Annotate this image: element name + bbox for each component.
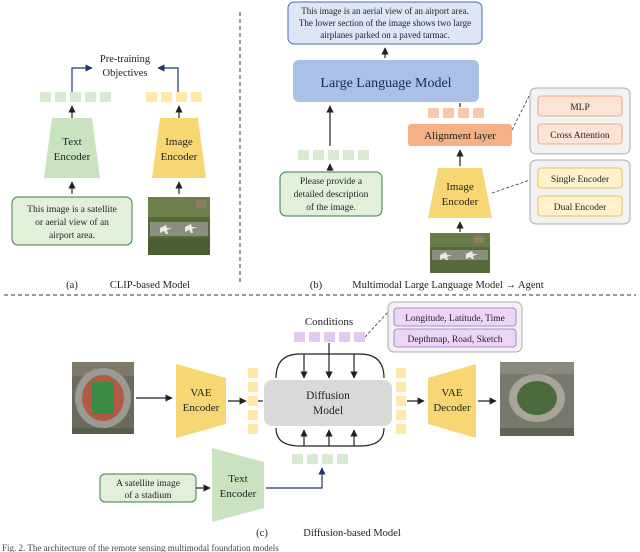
- vae-decoder: [428, 364, 476, 438]
- panel-c: Conditions Longitude, Latitude, Time Dep…: [72, 301, 574, 539]
- stadium-satellite-image-input: [72, 362, 134, 434]
- pretraining-objectives-line2: Objectives: [103, 68, 148, 79]
- dual-encoder-label: Dual Encoder: [554, 203, 607, 213]
- diffusion-model-label-line2: Model: [313, 405, 343, 417]
- llm-output-line2: The lower section of the image shows two…: [299, 18, 471, 28]
- alignment-layer-label: Alignment layer: [424, 130, 496, 142]
- stadium-satellite-image-output: [500, 362, 574, 436]
- airport-satellite-image: [148, 197, 210, 255]
- llm-output-box: [287, 1, 483, 45]
- conditions-label: Conditions: [305, 316, 353, 328]
- panel-c-title: Diffusion-based Model: [303, 528, 401, 539]
- pretraining-arrow-left: [71, 64, 93, 92]
- text-condition-bottom-bracket: [275, 427, 385, 447]
- visual-token-row: [428, 108, 484, 118]
- condition-location-time-label: Longitude, Latitude, Time: [405, 314, 505, 324]
- panel-b: This image is an aerial view of an airpo…: [279, 1, 631, 291]
- panel-b-title: Multimodal Large Language Model → Agent: [352, 280, 543, 291]
- pretraining-arrow-right: [157, 64, 179, 92]
- panel-c-label: (c): [256, 528, 268, 539]
- panel-a-label: (a): [66, 280, 78, 291]
- mlp-box: [537, 95, 623, 117]
- alignment-options-connector: [511, 93, 531, 131]
- diffusion-text-encoder-label-line1: Text: [228, 473, 247, 485]
- cross-attention-box: [537, 123, 623, 145]
- prompt-line2: detailed description: [294, 190, 369, 200]
- vae-encoder-label-line1: VAE: [190, 387, 211, 399]
- condition-box-location-time: [393, 307, 517, 327]
- single-encoder-box: [537, 167, 623, 189]
- large-language-model-box: [293, 60, 479, 102]
- diffusion-text-encoder-label-line2: Encoder: [220, 488, 257, 500]
- vae-encoder-label-line2: Encoder: [183, 402, 220, 414]
- condition-depth-road-sketch-label: Depthmap, Road, Sketch: [408, 335, 503, 345]
- encoder-options-connector: [491, 179, 531, 194]
- panel-a-title: CLIP-based Model: [110, 280, 190, 291]
- mllm-airport-satellite-image: [430, 233, 490, 273]
- clip-caption-box: [11, 196, 133, 246]
- llm-output-line1: This image is an aerial view of an airpo…: [301, 6, 468, 16]
- text-encoder-label-line2: Encoder: [54, 151, 91, 163]
- clip-caption-line2: or aerial view of an: [35, 217, 109, 228]
- mllm-image-encoder-label-line1: Image: [446, 181, 474, 193]
- image-token-row: [146, 92, 202, 102]
- image-encoder-label-line2: Encoder: [161, 151, 198, 163]
- vae-encoder: [176, 364, 226, 438]
- text-encoder: [44, 118, 100, 178]
- panel-a: Pre-training Objectives Text Encoder Ima…: [11, 54, 210, 291]
- prompt-line1: Please provide a: [300, 177, 363, 187]
- prompt-token-row: [298, 150, 369, 160]
- stadium-caption-line1: A satellite image: [116, 479, 180, 489]
- cross-attention-label: Cross Attention: [550, 131, 610, 141]
- prompt-box: [279, 171, 383, 217]
- mllm-image-encoder: [428, 168, 492, 218]
- dual-encoder-box: [537, 195, 623, 217]
- clip-caption-line3: airport area.: [49, 231, 95, 241]
- condition-box-depth-road-sketch: [393, 328, 517, 348]
- image-encoder: [152, 118, 206, 178]
- single-encoder-label: Single Encoder: [551, 175, 610, 185]
- panel-b-label: (b): [310, 280, 323, 291]
- diffusion-text-encoder: [212, 448, 264, 522]
- pretraining-objectives-line1: Pre-training: [100, 54, 151, 65]
- diffusion-model-label-line1: Diffusion: [306, 390, 350, 402]
- latent-token-column-input: [248, 368, 258, 434]
- mllm-image-encoder-label-line2: Encoder: [442, 196, 479, 208]
- clip-caption-line1: This image is a satellite: [27, 205, 117, 215]
- conditions-connector: [364, 311, 389, 338]
- prompt-line3: of the image.: [306, 202, 356, 213]
- diffusion-text-token-row: [292, 454, 348, 464]
- text-encoder-to-tokens-arrow: [266, 467, 326, 489]
- mlp-label: MLP: [570, 103, 590, 113]
- conditions-top-bracket: [275, 353, 385, 379]
- vae-decoder-label-line1: VAE: [441, 387, 462, 399]
- text-token-row: [40, 92, 111, 102]
- figure-caption: Fig. 2. The architecture of the remote s…: [2, 543, 279, 552]
- llm-output-line3: airplanes parked on a paved tarmac.: [320, 30, 449, 40]
- latent-token-column-output: [396, 368, 406, 434]
- diffusion-model-box: [264, 380, 392, 426]
- text-encoder-label-line1: Text: [62, 136, 81, 148]
- alignment-layer-box: [408, 124, 512, 146]
- stadium-caption-line2: of a stadium: [125, 490, 173, 501]
- image-encoder-label-line1: Image: [165, 136, 193, 148]
- vae-decoder-label-line2: Decoder: [433, 402, 471, 414]
- condition-token-row: [294, 332, 365, 342]
- large-language-model-label: Large Language Model: [320, 76, 451, 91]
